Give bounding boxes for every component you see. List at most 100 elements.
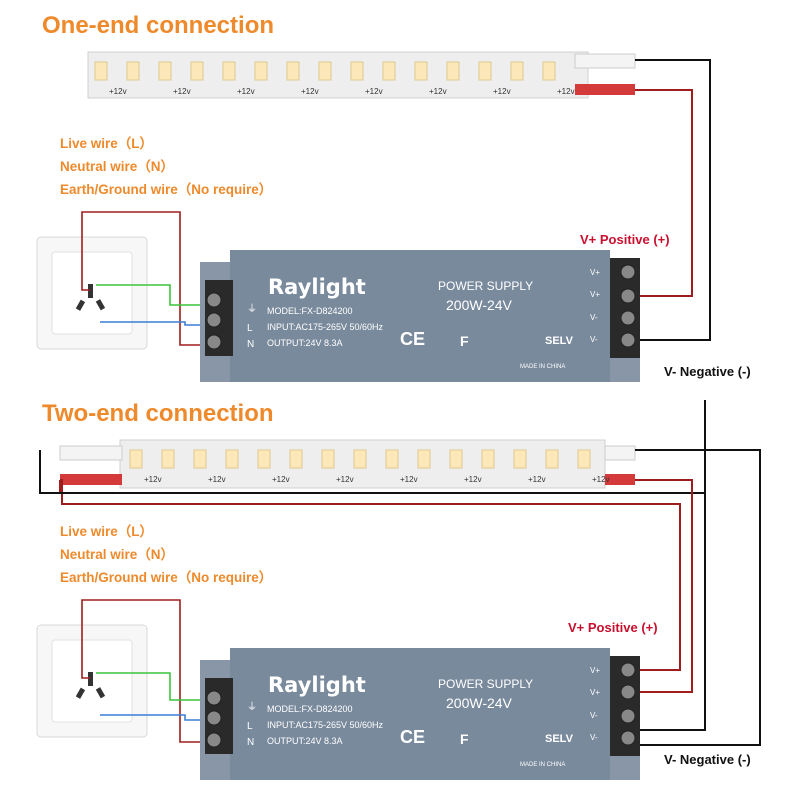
ce-mark: CE [400,329,425,349]
psu-output: OUTPUT:24V 8.3A [267,736,343,746]
positive-label: V+ Positive (+) [580,232,670,247]
led-chip [321,449,335,469]
led-chip [126,61,140,81]
wall-socket [36,624,148,738]
led-chip [254,61,268,81]
output-wires [39,400,761,746]
live-wire-label: Live wire（L） [60,524,154,539]
led-chip [414,61,428,81]
led-chips: +12v +12v +12v +12v +12v +12v +12v +12v [129,449,610,484]
neutral-terminal-label: N [247,339,254,350]
strip-voltage-label: +12v [301,87,319,96]
led-chip [382,61,396,81]
led-strip: +12v +12v +12v +12v +12v +12v +12v +12v [59,439,636,489]
led-chip [158,61,172,81]
vminus-terminal-label: V- [590,711,598,720]
strip-voltage-label: +12v [208,475,226,484]
positive-label: V+ Positive (+) [568,620,658,635]
led-chip [385,449,399,469]
selv-mark: SELV [545,335,574,347]
psu-input: INPUT:AC175-265V 50/60Hz [267,720,384,730]
section-title-one-end: One-end connection [42,12,275,39]
led-chip [542,61,556,81]
live-terminal-label: L [247,721,253,732]
psu-type: POWER SUPPLY [438,279,533,293]
strip-voltage-label: +12v [336,475,354,484]
earth-terminal-label: ⏚ [247,701,257,713]
led-chip [222,61,236,81]
vplus-terminal-label: V+ [590,290,600,299]
led-chip [417,449,431,469]
psu-output: OUTPUT:24V 8.3A [267,338,343,348]
negative-label: V- Negative (-) [664,364,751,379]
output-wires [635,59,711,341]
led-chip [190,61,204,81]
wall-socket [36,236,148,350]
strip-voltage-label: +12v [237,87,255,96]
neutral-wire-label: Neutral wire（N） [60,159,175,174]
ac-wires [81,599,205,743]
led-chip [481,449,495,469]
strip-voltage-label: +12v [429,87,447,96]
negative-label: V- Negative (-) [664,752,751,767]
strip-voltage-label: +12v [493,87,511,96]
led-chip [286,61,300,81]
earth-terminal-label: ⏚ [247,303,257,315]
vminus-terminal-label: V- [590,733,598,742]
led-chip [161,449,175,469]
f-mark: F [460,333,469,349]
neutral-terminal-label: N [247,737,254,748]
selv-mark: SELV [545,733,574,745]
led-chips: +12v +12v +12v +12v +12v +12v +12v +12v [94,61,575,96]
power-supply: Raylight MODEL:FX-D824200 INPUT:AC175-26… [200,648,640,780]
led-chip [353,449,367,469]
section-title-two-end: Two-end connection [42,400,274,427]
led-chip [577,449,591,469]
vplus-terminal-label: V+ [590,268,600,277]
psu-rating: 200W-24V [446,297,513,313]
psu-brand: Raylight [268,275,366,299]
strip-voltage-label: +12v [557,87,575,96]
led-chip [318,61,332,81]
led-chip [350,61,364,81]
led-chip [129,449,143,469]
two-end-diagram: +12v +12v +12v +12v +12v +12v +12v +12v Rayligh… [36,400,761,780]
vminus-terminal-label: V- [590,313,598,322]
vminus-terminal-label: V- [590,335,598,344]
strip-voltage-label: +12v [365,87,383,96]
one-end-diagram: +12v +12v +12v +12v +12v +12v +12v +12v Rayligh… [36,51,711,382]
psu-rating: 200W-24V [446,695,513,711]
led-chip [446,61,460,81]
strip-voltage-label: +12v [400,475,418,484]
led-chip [225,449,239,469]
live-wire-label: Live wire（L） [60,136,154,151]
led-chip [478,61,492,81]
vplus-terminal-label: V+ [590,688,600,697]
strip-voltage-label: +12v [144,475,162,484]
ce-mark: CE [400,727,425,747]
led-chip [449,449,463,469]
psu-brand: Raylight [268,673,366,697]
strip-voltage-label: +12v [464,475,482,484]
power-supply: Raylight MODEL:FX-D824200 INPUT:AC175-26… [200,250,640,382]
led-chip [257,449,271,469]
strip-voltage-label: +12v [592,475,610,484]
psu-model: MODEL:FX-D824200 [267,306,353,316]
strip-voltage-label: +12v [173,87,191,96]
strip-voltage-label: +12v [528,475,546,484]
strip-voltage-label: +12v [109,87,127,96]
neutral-wire-label: Neutral wire（N） [60,547,175,562]
led-chip [289,449,303,469]
led-chip [94,61,108,81]
f-mark: F [460,731,469,747]
live-terminal-label: L [247,323,253,334]
led-chip [193,449,207,469]
strip-voltage-label: +12v [272,475,290,484]
psu-input: INPUT:AC175-265V 50/60Hz [267,322,384,332]
earth-wire-label: Earth/Ground wire（No require） [60,570,273,585]
led-chip [510,61,524,81]
led-chip [513,449,527,469]
led-chip [545,449,559,469]
made-in-label: MADE IN CHINA [520,762,565,768]
psu-type: POWER SUPPLY [438,677,533,691]
